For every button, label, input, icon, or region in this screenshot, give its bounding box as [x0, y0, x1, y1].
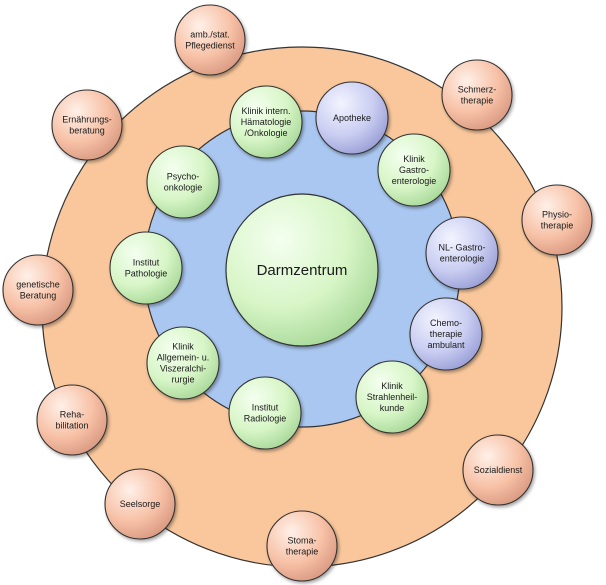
inner-node-label: ambulant	[427, 340, 465, 350]
inner-node-circle[interactable]	[229, 85, 303, 159]
inner-node-circle[interactable]	[228, 376, 302, 450]
outer-node-label: Physio-	[542, 210, 572, 220]
outer-node-label: Ernährungs-	[62, 115, 112, 125]
outer-node-circle[interactable]	[441, 59, 513, 131]
outer-node-circle[interactable]	[521, 184, 593, 256]
inner-node-circle[interactable]	[109, 231, 183, 305]
outer-node-label: bilitation	[55, 421, 88, 431]
inner-node-label: Institut	[133, 258, 160, 268]
outer-node-label: therapie	[541, 221, 574, 231]
outer-node-sozialdienst[interactable]: Sozialdienst	[462, 434, 534, 506]
inner-node-label: enterologie	[440, 254, 485, 264]
inner-node-label: onkologie	[164, 183, 203, 193]
inner-node-circle[interactable]	[377, 133, 451, 207]
inner-node-circle[interactable]	[146, 326, 220, 400]
center-label: Darmzentrum	[257, 262, 348, 279]
inner-node-label: Apotheke	[333, 113, 371, 123]
inner-node-circle[interactable]	[355, 360, 429, 434]
inner-node-label: Viszeralchi-	[160, 364, 206, 374]
inner-node-label: Chemo-	[430, 318, 462, 328]
inner-node-label: Psycho-	[167, 172, 200, 182]
inner-node-label: Strahlenheil-	[367, 392, 418, 402]
inner-node-klinik-haematologie[interactable]: Klinik intern.Hämatologie/Onkologie	[229, 85, 303, 159]
outer-node-label: Beratung	[20, 291, 57, 301]
inner-node-label: Klinik	[381, 381, 403, 391]
inner-node-circle[interactable]	[146, 145, 220, 219]
inner-node-label: Institut	[252, 403, 279, 413]
outer-node-circle[interactable]	[36, 384, 108, 456]
inner-node-label: Klinik	[403, 154, 425, 164]
outer-node-pflegedienst[interactable]: amb./stat.Pflegedienst	[174, 4, 246, 76]
outer-node-circle[interactable]	[462, 434, 534, 506]
outer-node-schmerztherapie[interactable]: Schmerz-therapie	[441, 59, 513, 131]
inner-node-label: therapie	[430, 329, 463, 339]
outer-node-label: therapie	[461, 96, 494, 106]
inner-node-label: kunde	[380, 403, 405, 413]
outer-node-label: Pflegedienst	[185, 41, 235, 51]
inner-node-label: Klinik	[172, 342, 194, 352]
outer-node-label: beratung	[69, 126, 105, 136]
outer-node-label: Seelsorge	[120, 499, 161, 509]
inner-node-circle[interactable]	[409, 297, 483, 371]
inner-node-label: Allgemein- u.	[157, 353, 210, 363]
inner-node-label: enterologie	[392, 176, 437, 186]
outer-node-label: Schmerz-	[458, 85, 497, 95]
inner-node-circle[interactable]	[315, 81, 389, 155]
inner-node-label: Hämatologie	[241, 117, 292, 127]
inner-node-label: /Onkologie	[244, 128, 287, 138]
outer-node-label: therapie	[286, 547, 319, 557]
outer-node-label: Sozialdienst	[474, 465, 523, 475]
outer-node-ernaehrungsberatung[interactable]: Ernährungs-beratung	[51, 89, 123, 161]
inner-node-psychoonkologie[interactable]: Psycho-onkologie	[146, 145, 220, 219]
outer-node-rehabilitation[interactable]: Reha-bilitation	[36, 384, 108, 456]
outer-node-label: Reha-	[60, 410, 85, 420]
inner-node-label: NL- Gastro-	[438, 243, 485, 253]
inner-node-label: Pathologie	[125, 269, 168, 279]
inner-node-circle[interactable]	[425, 216, 499, 290]
outer-node-circle[interactable]	[266, 510, 338, 582]
outer-node-seelsorge[interactable]: Seelsorge	[104, 468, 176, 540]
inner-node-nl-gastroenterologie[interactable]: NL- Gastro-enterologie	[425, 216, 499, 290]
inner-node-label: rurgie	[171, 375, 194, 385]
outer-node-label: Stoma-	[287, 536, 316, 546]
inner-node-apotheke[interactable]: Apotheke	[315, 81, 389, 155]
outer-node-circle[interactable]	[104, 468, 176, 540]
center-circle[interactable]	[225, 193, 379, 347]
outer-node-circle[interactable]	[51, 89, 123, 161]
outer-node-circle[interactable]	[174, 4, 246, 76]
outer-node-circle[interactable]	[2, 254, 74, 326]
outer-node-stomatherapie[interactable]: Stoma-therapie	[266, 510, 338, 582]
inner-node-label: Radiologie	[244, 414, 287, 424]
outer-node-label: genetische	[16, 280, 60, 290]
outer-node-physiotherapie[interactable]: Physio-therapie	[521, 184, 593, 256]
outer-node-label: amb./stat.	[190, 30, 230, 40]
inner-node-label: Gastro-	[399, 165, 429, 175]
inner-node-label: Klinik intern.	[241, 106, 290, 116]
